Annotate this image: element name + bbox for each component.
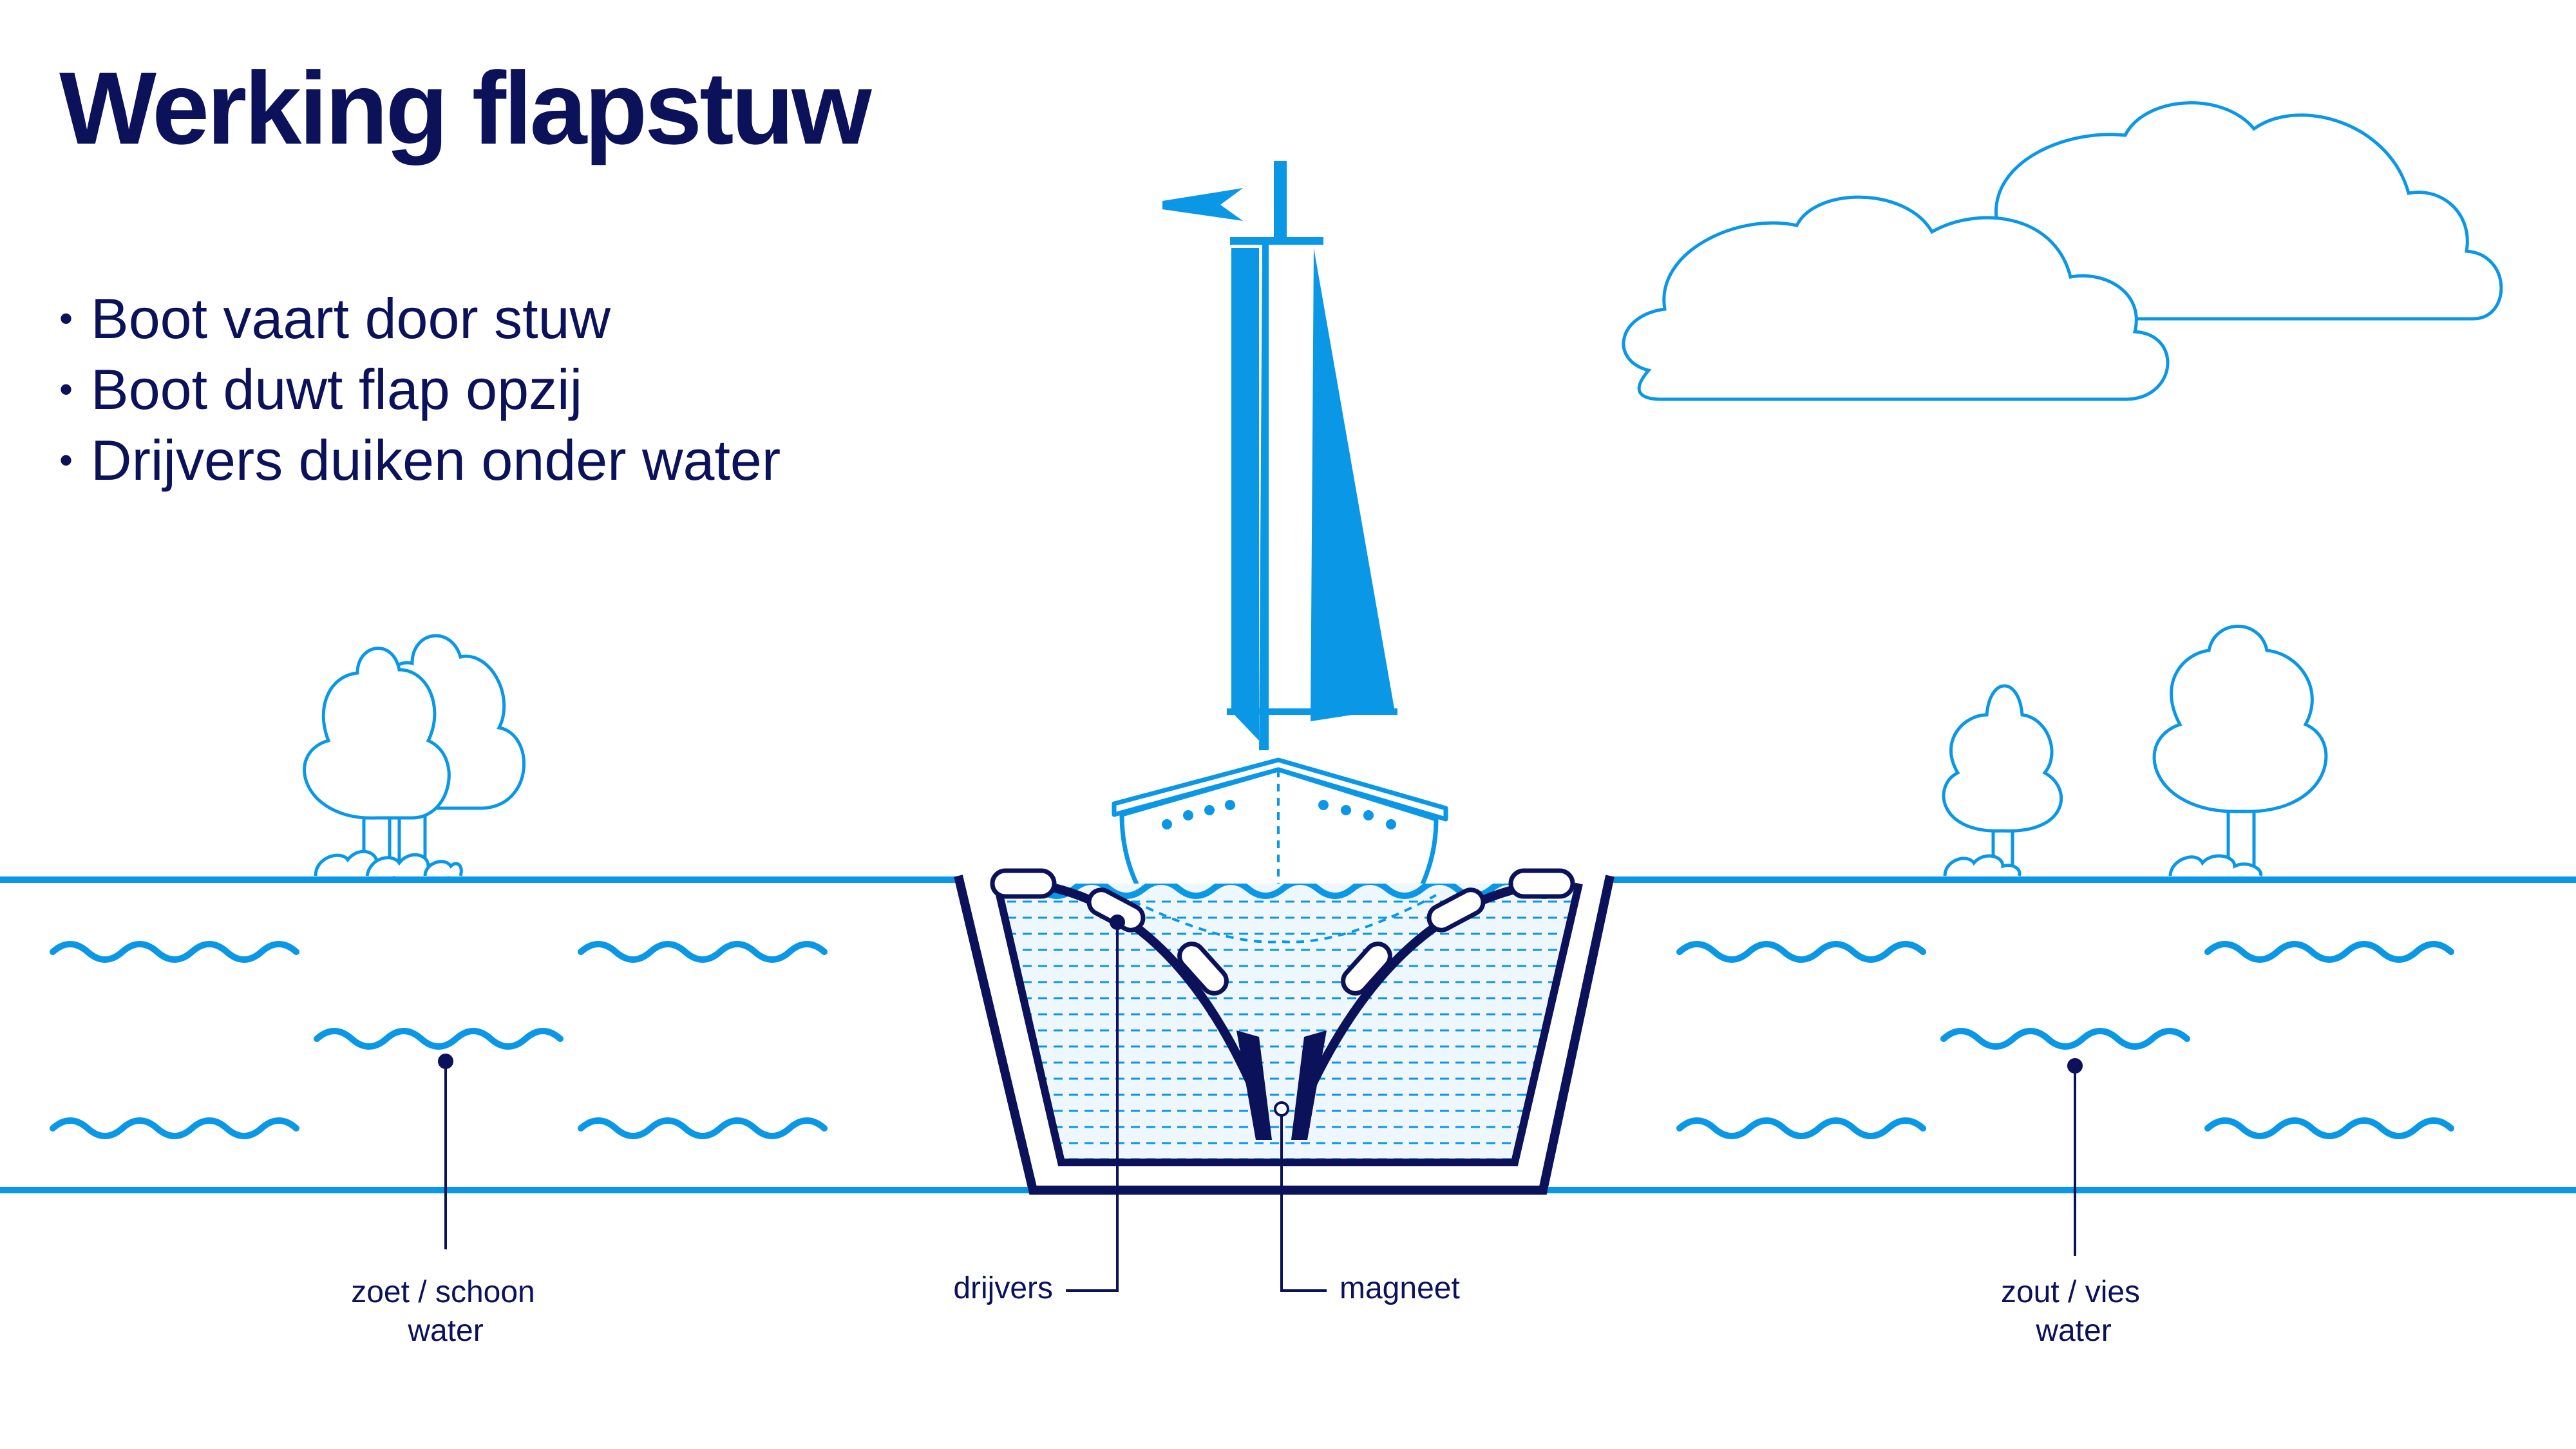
label-salt-water: zout / vies: [2001, 1275, 2140, 1309]
bullet-item: Boot vaart door stuw: [59, 283, 781, 354]
bullet-list: Boot vaart door stuw Boot duwt flap opzi…: [59, 283, 781, 496]
page-title: Werking flapstuw: [59, 50, 872, 166]
basin-water: [997, 884, 1579, 1162]
bush-icon: [314, 849, 463, 877]
callout-lines: [438, 914, 2083, 1292]
label-fresh-water: water: [407, 1314, 483, 1348]
label-magnet: magneet: [1340, 1271, 1460, 1305]
water-channel: [0, 876, 2576, 1193]
water-waves-right: [1680, 944, 2451, 1136]
weir-basin: [954, 875, 1615, 1195]
tree-icon: [1942, 684, 2063, 876]
bush-icon: [1943, 854, 2263, 877]
boat-icon: [1112, 161, 1448, 940]
bullet-item: Boot duwt flap opzij: [59, 354, 781, 425]
float-icon: [990, 868, 1575, 996]
label-fresh-water: zoet / schoon: [351, 1275, 535, 1309]
cloud-icon: [1622, 195, 2170, 401]
tree-icon: [2152, 625, 2328, 876]
flap-right: [1291, 879, 1546, 1140]
label-salt-water: water: [2035, 1314, 2111, 1348]
label-floats: drijvers: [953, 1271, 1053, 1305]
water-waves-left: [53, 944, 824, 1136]
bullet-item: Drijvers duiken onder water: [59, 425, 781, 496]
flap-left: [1030, 879, 1272, 1140]
